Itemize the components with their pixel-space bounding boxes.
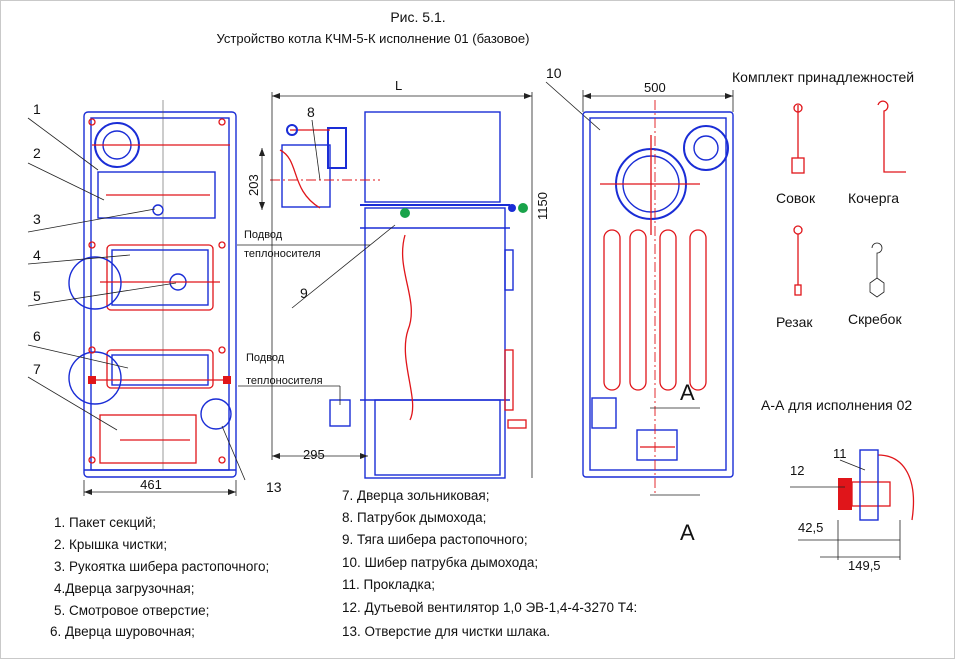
- dim-461: 461: [140, 477, 162, 492]
- supply-label-top-1: Подвод: [244, 229, 283, 241]
- callout-13: 13: [266, 479, 282, 495]
- supply-label-top-2: теплоносителя: [244, 248, 321, 260]
- front-view: [68, 100, 237, 496]
- callout-6: 6: [33, 328, 41, 344]
- accessories-title: Комплект принадлежностей: [732, 69, 914, 85]
- legend-item: 4.Дверца загрузочная;: [54, 581, 194, 596]
- accessory-shovel: [791, 103, 805, 174]
- callout-1: 1: [33, 101, 41, 117]
- callout-10: 10: [546, 65, 562, 81]
- legend-item: 5. Смотровое отверстие;: [54, 603, 209, 618]
- legend-item: 6. Дверца шуровочная;: [50, 624, 195, 639]
- legend-item: 2. Крышка чистки;: [54, 537, 167, 552]
- legend-item: 10. Шибер патрубка дымохода;: [342, 555, 538, 570]
- callout-11: 11: [833, 446, 847, 461]
- callout-4: 4: [33, 247, 41, 263]
- figure-title: Устройство котла КЧМ-5-К исполнение 01 (…: [217, 31, 530, 46]
- callout-9: 9: [300, 285, 308, 301]
- dim-203: 203: [246, 174, 261, 196]
- rear-view: [582, 90, 734, 496]
- callout-5: 5: [33, 288, 41, 304]
- legend-right: 7. Дверца зольниковая; 8. Патрубок дымох…: [342, 488, 637, 639]
- legend-item: 12. Дутьевой вентилятор 1,0 ЭВ-1,4-4-327…: [342, 600, 637, 615]
- dim-1150: 1150: [535, 192, 550, 220]
- accessory-scraper: [869, 242, 885, 298]
- legend-item: 1. Пакет секций;: [54, 515, 156, 530]
- legend-item: 9. Тяга шибера растопочного;: [342, 532, 528, 547]
- accessory-label-0: Совок: [776, 190, 816, 206]
- legend-item: 3. Рукоятка шибера растопочного;: [54, 559, 269, 574]
- legend-item: 7. Дверца зольниковая;: [342, 488, 490, 503]
- section-mark-top: A: [680, 380, 695, 405]
- figure-number: Рис. 5.1.: [390, 9, 445, 25]
- dim-L: L: [395, 78, 402, 93]
- legend-item: 11. Прокладка;: [342, 577, 435, 592]
- legend-item: 8. Патрубок дымохода;: [342, 510, 486, 525]
- callout-2: 2: [33, 145, 41, 161]
- dim-295: 295: [303, 447, 325, 462]
- legend-item: 13. Отверстие для чистки шлака.: [342, 624, 550, 639]
- accessory-label-1: Кочерга: [848, 190, 899, 206]
- section-mark-bottom: A: [680, 520, 695, 545]
- accessory-label-3: Скребок: [848, 311, 902, 327]
- callout-leaders-side: [291, 81, 601, 309]
- dim-500: 500: [644, 80, 666, 95]
- accessory-cutter: [793, 225, 803, 296]
- side-view: [237, 92, 533, 479]
- accessory-poker: [877, 100, 906, 173]
- callout-12: 12: [790, 463, 804, 478]
- supply-label-bottom-1: Подвод: [246, 352, 285, 364]
- section-aa-drawing: [790, 449, 915, 560]
- callout-8: 8: [307, 104, 315, 120]
- callout-7: 7: [33, 361, 41, 377]
- dim-42-5: 42,5: [798, 520, 823, 535]
- section-title: А-А для исполнения 02: [761, 397, 912, 413]
- callout-leaders-front: [27, 117, 246, 481]
- legend-left: 1. Пакет секций; 2. Крышка чистки; 3. Ру…: [50, 515, 269, 639]
- dim-149-5: 149,5: [848, 558, 881, 573]
- callout-3: 3: [33, 211, 41, 227]
- accessory-label-2: Резак: [776, 314, 813, 330]
- supply-label-bottom-2: теплоносителя: [246, 375, 323, 387]
